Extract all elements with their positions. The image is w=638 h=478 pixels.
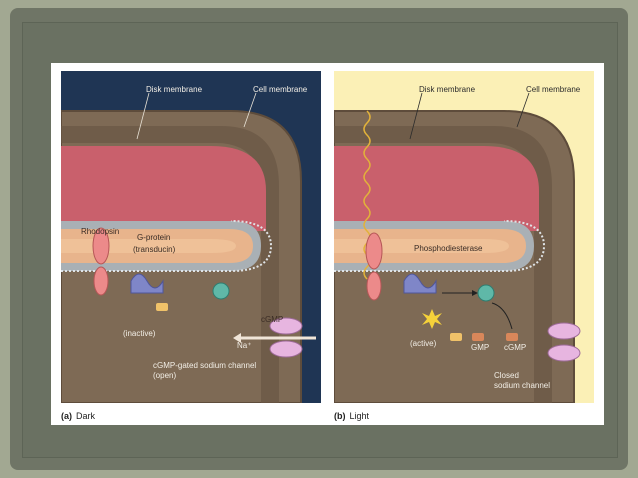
label-inactive: (inactive) (123, 329, 156, 338)
sodium-arrowhead (233, 333, 241, 343)
phototransduction-figure: Disk membrane Cell membrane Rhodopsin G-… (51, 63, 604, 425)
label-phosphodiesterase: Phosphodiesterase (414, 244, 483, 253)
caption-letter-b: (b) (334, 411, 346, 421)
rhodopsin-shape-light (365, 232, 383, 270)
disk-membrane-pointer-light (409, 92, 423, 140)
label-cell-membrane-dark: Cell membrane (253, 85, 308, 94)
disk-interior-light (334, 146, 539, 231)
label-sodium-channel: cGMP-gated sodium channel (153, 361, 257, 370)
closed-channel-bottom (547, 344, 581, 362)
label-cgmp-light: cGMP (504, 343, 527, 352)
caption-light: (b)Light (334, 411, 369, 421)
disk-membrane-pointer (136, 92, 150, 140)
rhodopsin-lower-light (366, 271, 382, 301)
caption-word-dark: Dark (76, 411, 96, 421)
label-closed: Closed (494, 371, 519, 380)
g-protein-shape-light (403, 273, 437, 294)
light-panel-illustration (334, 71, 594, 403)
cell-membrane-band-light (334, 126, 552, 403)
activation-arrowhead (472, 290, 478, 296)
cgmp-molecule (156, 303, 168, 311)
label-sodium-channel-closed: sodium channel (494, 381, 551, 390)
light-photon-wave (363, 110, 371, 280)
g-protein-shape (130, 273, 164, 294)
rhodopsin-lower (93, 266, 109, 296)
rhodopsin-shape (92, 227, 110, 265)
closed-channel-top (547, 322, 581, 340)
gmp-molecule (450, 333, 462, 341)
caption-word-light: Light (349, 411, 370, 421)
label-channel-open: (open) (153, 371, 177, 380)
panel-dark: Disk membrane Cell membrane Rhodopsin G-… (61, 71, 321, 403)
cell-membrane-band (61, 126, 279, 403)
phosphodiesterase-shape-light (477, 284, 495, 302)
panel-light: Disk membrane Cell membrane Phosphodiest… (334, 71, 594, 403)
label-active: (active) (410, 339, 437, 348)
label-transducin: (transducin) (133, 245, 176, 254)
activation-burst (422, 309, 442, 329)
caption-dark: (a) Dark (61, 411, 95, 421)
dark-panel-illustration (61, 71, 321, 403)
label-disk-membrane-dark: Disk membrane (146, 85, 203, 94)
cgmp-molecule-light (506, 333, 518, 341)
cell-membrane-pointer (243, 92, 257, 128)
conversion-arrow (491, 302, 513, 330)
caption-letter-a: (a) (61, 411, 72, 421)
cell-membrane-pointer-light (516, 92, 530, 128)
label-g-protein: G-protein (137, 233, 171, 242)
slide: Disk membrane Cell membrane Rhodopsin G-… (22, 22, 618, 458)
label-gmp: GMP (471, 343, 490, 352)
label-cell-membrane-light: Cell membrane (526, 85, 581, 94)
gmp-molecule-2 (472, 333, 484, 341)
disk-interior (61, 146, 266, 231)
sodium-channel-bottom (269, 340, 303, 358)
label-na: Na⁺ (237, 341, 252, 350)
slide-frame: Disk membrane Cell membrane Rhodopsin G-… (10, 8, 628, 470)
label-disk-membrane-light: Disk membrane (419, 85, 476, 94)
label-rhodopsin: Rhodopsin (81, 227, 120, 236)
label-cgmp-dark: cGMP (261, 315, 284, 324)
phosphodiesterase-shape (212, 282, 230, 300)
sodium-channel-top (269, 317, 303, 335)
